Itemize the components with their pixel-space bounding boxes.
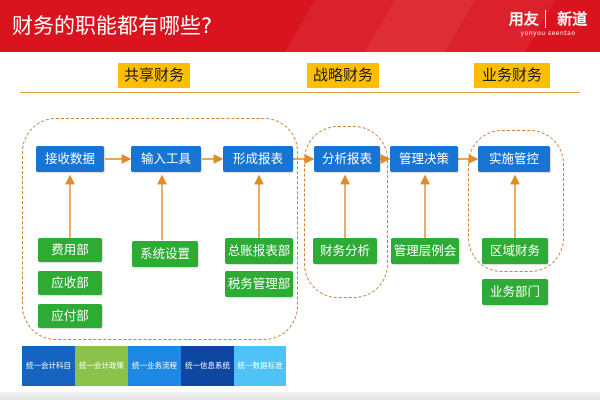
node-receivables-dept: 应收部 [38, 271, 102, 295]
category-shared-finance: 共享财务 [118, 63, 190, 88]
node-analyze-reports: 分析报表 [314, 146, 380, 172]
header-bar: 财务的职能都有哪些? 用友 新道 yonyou seentao [0, 0, 600, 52]
category-strategic-finance: 战略财务 [307, 63, 379, 88]
unification-bar: 统一会计科目 统一会计政策 统一业务流程 统一信息系统 统一数据标准 [22, 346, 286, 386]
node-system-settings: 系统设置 [132, 241, 198, 267]
group-shared-finance [22, 118, 298, 340]
category-business-finance: 业务财务 [474, 63, 550, 88]
logo-text-seentao: 新道 [557, 10, 588, 28]
page-bottom-edge [0, 392, 600, 400]
group-strategic-finance [304, 126, 388, 298]
node-business-dept: 业务部门 [482, 279, 548, 305]
node-form-reports: 形成报表 [223, 146, 293, 172]
node-implement-control: 实施管控 [478, 146, 550, 172]
node-payables-dept: 应付部 [38, 304, 102, 328]
node-general-ledger-dept: 总账报表部 [225, 238, 293, 264]
node-input-tools: 输入工具 [131, 146, 201, 172]
node-regional-finance: 区域财务 [482, 238, 548, 264]
unified-data-standard: 统一数据标准 [234, 346, 286, 386]
node-management-meeting: 管理层例会 [391, 238, 459, 264]
logo-divider [545, 10, 546, 28]
page-title: 财务的职能都有哪些? [12, 14, 213, 38]
node-expense-dept: 费用部 [38, 238, 102, 262]
unified-accounting-policy: 统一会计政策 [75, 346, 128, 386]
brand-logo: 用友 新道 yonyou seentao [502, 8, 594, 44]
node-financial-analysis: 财务分析 [313, 238, 377, 264]
logo-text-yonyou: 用友 [508, 10, 539, 28]
unified-business-process: 统一业务流程 [128, 346, 181, 386]
node-tax-management-dept: 税务管理部 [225, 271, 293, 297]
logo-subtext: yonyou seentao [520, 30, 576, 37]
node-management-decision: 管理决策 [390, 146, 458, 172]
unified-chart-of-accounts: 统一会计科目 [22, 346, 75, 386]
section-divider [20, 92, 580, 93]
group-business-finance [468, 130, 564, 272]
node-receive-data: 接收数据 [36, 146, 104, 172]
unified-information-system: 统一信息系统 [181, 346, 234, 386]
